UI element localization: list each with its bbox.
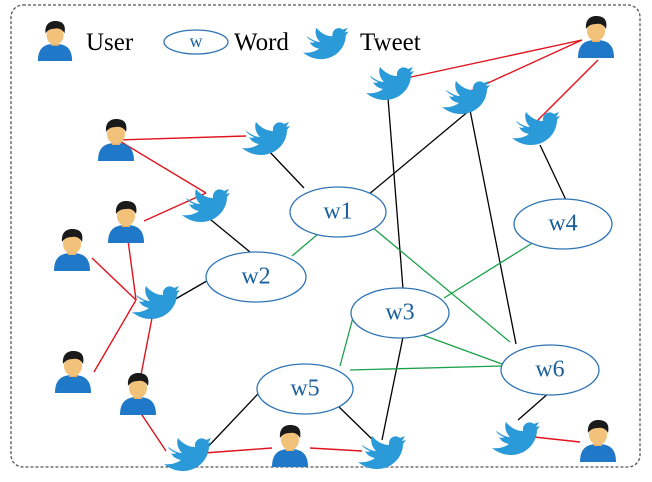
- edge-tweet-word: [539, 144, 567, 201]
- edge-user-tweet: [143, 192, 207, 222]
- edge-user-tweet: [309, 447, 363, 452]
- user-icon: [55, 351, 91, 393]
- word-label: w1: [323, 199, 352, 225]
- tweet-bird-icon: [132, 286, 180, 319]
- tweet-bird-icon: [492, 422, 540, 455]
- word-ellipse: [513, 198, 613, 250]
- word-node-w3: w3: [350, 287, 450, 339]
- word-label: w5: [290, 376, 319, 402]
- word-node-w6: w6: [500, 344, 600, 396]
- edge-tweet-word: [469, 109, 517, 345]
- word-node-w5: w5: [256, 363, 354, 415]
- tweet-bird-icon: [442, 81, 490, 114]
- edge-tweet-word: [517, 391, 551, 421]
- word-node-w4: w4: [513, 198, 613, 250]
- edge-word-word: [443, 241, 535, 299]
- edge-word-word: [349, 365, 503, 371]
- word-label: w4: [548, 211, 577, 237]
- word-nodes: w1 w2 w3 w4 w5 w6: [205, 186, 613, 415]
- edge-tweet-word: [367, 109, 471, 196]
- legend-word-label: Word: [234, 29, 289, 56]
- word-ellipse: [350, 287, 450, 339]
- edge-user-tweet: [117, 139, 207, 194]
- user-icon: [272, 425, 308, 467]
- edge-user-tweet: [203, 447, 273, 454]
- edge-user-tweet: [534, 59, 599, 124]
- legend-tweet-label: Tweet: [360, 29, 421, 56]
- word-ellipse: [256, 363, 354, 415]
- tweet-bird-icon: [512, 112, 560, 145]
- edge-user-tweet: [387, 39, 583, 83]
- user-icon: [120, 373, 156, 415]
- edge-tweet-word: [335, 403, 377, 444]
- word-ellipse: [500, 344, 600, 396]
- word-ellipse: [289, 186, 387, 238]
- tweet-bird-icon: [358, 436, 406, 469]
- edge-tweet-word: [171, 277, 213, 302]
- edge-word-word: [291, 233, 319, 257]
- legend-word-ellipse: [163, 29, 229, 55]
- edge-user-tweet: [139, 317, 153, 381]
- word-label: w3: [385, 300, 414, 326]
- user-icon: [108, 201, 144, 243]
- user-icon: [580, 420, 616, 462]
- edge-user-tweet: [91, 257, 137, 301]
- legend-word-symbol: w: [190, 31, 203, 51]
- tweet-bird-icon: [242, 122, 290, 155]
- edge-tweet-word: [387, 97, 404, 290]
- user-icon: [54, 229, 90, 271]
- user-icon: [578, 16, 614, 58]
- edge-tweet-word: [381, 336, 404, 441]
- legend: User w Word Tweet: [37, 21, 421, 61]
- word-node-w2: w2: [205, 251, 307, 303]
- tweet-bird-icon: [366, 67, 414, 100]
- diagram-border: [10, 4, 641, 468]
- edge-tweet-word: [204, 214, 251, 253]
- word-label: w2: [241, 264, 270, 290]
- tweet-nodes: [132, 67, 560, 471]
- legend-user-icon: [37, 21, 73, 61]
- edge-word-word: [419, 333, 503, 365]
- tweet-word-edges: [171, 97, 567, 453]
- edge-tweet-word: [265, 147, 305, 189]
- edge-word-word: [365, 221, 511, 343]
- tweet-bird-icon: [182, 189, 230, 222]
- legend-user-label: User: [86, 29, 134, 56]
- word-ellipse: [205, 251, 307, 303]
- tweet-bird-icon: [164, 438, 212, 471]
- edge-user-tweet: [93, 299, 137, 373]
- edge-user-tweet: [117, 135, 247, 141]
- word-node-w1: w1: [289, 186, 387, 238]
- edge-user-tweet: [533, 436, 581, 443]
- legend-tweet-bird-icon: [303, 27, 349, 60]
- word-label: w6: [535, 357, 564, 383]
- edge-user-tweet: [139, 411, 167, 452]
- edge-user-tweet: [127, 239, 137, 301]
